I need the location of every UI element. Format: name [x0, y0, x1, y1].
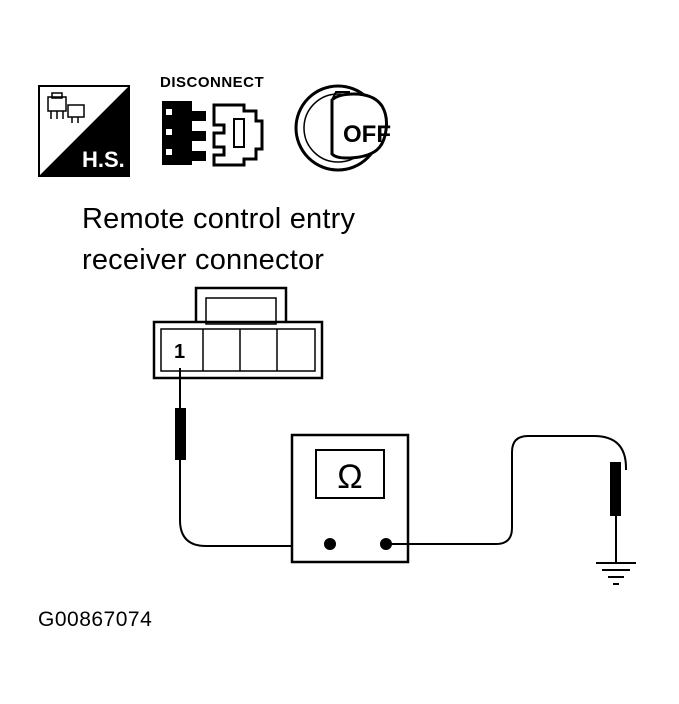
connector-title-line-1: Remote control entry: [82, 203, 356, 235]
disconnect-connector-icon: [162, 101, 264, 167]
right-test-lead: [386, 435, 627, 545]
disconnect-label: DISCONNECT: [160, 74, 265, 91]
harness-icon-label: H.S.: [82, 147, 125, 172]
ignition-off-icon: OFF: [294, 84, 391, 172]
figure-id: G00867074: [38, 608, 153, 631]
meter-negative-terminal: [324, 538, 336, 550]
right-probe: [610, 462, 621, 562]
left-probe: [175, 368, 186, 520]
ohmmeter: [290, 433, 410, 564]
ohm-symbol: Ω: [337, 458, 362, 496]
ignition-off-label: OFF: [343, 121, 391, 148]
terminal-1-label: 1: [174, 341, 185, 363]
left-test-lead: [179, 519, 328, 547]
receiver-connector: [152, 286, 324, 380]
ground-symbol: [596, 562, 636, 585]
connector-glyph-icon: [47, 92, 85, 123]
harness-check-icon: H.S.: [38, 85, 130, 177]
connector-title-line-2: receiver connector: [82, 244, 325, 276]
